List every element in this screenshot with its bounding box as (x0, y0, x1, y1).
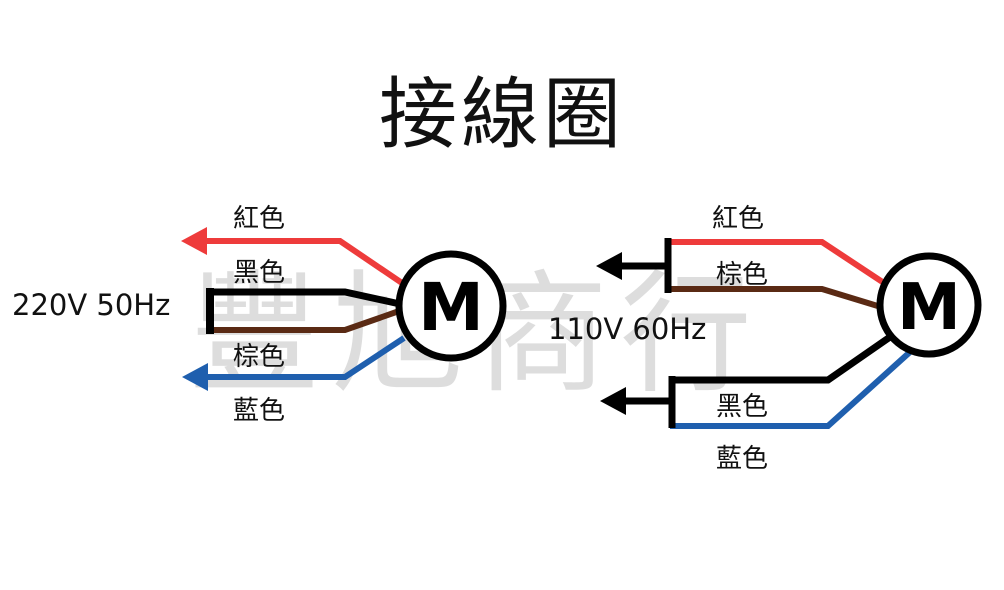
right-black-wire (674, 334, 892, 384)
left-red-wire (205, 238, 404, 286)
left-red-label: 紅色 (233, 204, 286, 234)
right-black-label: 黑色 (716, 392, 769, 422)
right-top-arrow (596, 252, 622, 280)
right-voltage-label: 110V 60Hz (548, 312, 707, 346)
right-blue-wire (670, 349, 913, 429)
right-blue-label: 藍色 (716, 444, 769, 474)
right-brown-wire (668, 286, 882, 310)
left-motor-circle (395, 250, 507, 362)
left-motor-label: M (418, 269, 484, 346)
right-brown-label: 棕色 (716, 260, 769, 290)
right-wiring (596, 238, 982, 429)
left-blue-wire (205, 335, 406, 380)
left-blue-arrow (182, 363, 208, 391)
right-red-label: 紅色 (712, 204, 765, 234)
page-title: 接線圈 (378, 70, 625, 160)
left-black-wire (210, 288, 401, 308)
right-red-wire (668, 239, 886, 286)
left-blue-label: 藍色 (233, 396, 286, 426)
left-wiring (181, 227, 507, 391)
right-motor-circle (876, 252, 982, 358)
left-brown-label: 棕色 (233, 342, 286, 372)
left-voltage-label: 220V 50Hz (12, 288, 171, 322)
left-black-label: 黑色 (233, 258, 286, 288)
left-brown-wire (210, 307, 403, 333)
left-red-arrow (181, 227, 207, 255)
right-motor-label: M (897, 271, 961, 345)
right-bottom-arrow (600, 387, 626, 415)
